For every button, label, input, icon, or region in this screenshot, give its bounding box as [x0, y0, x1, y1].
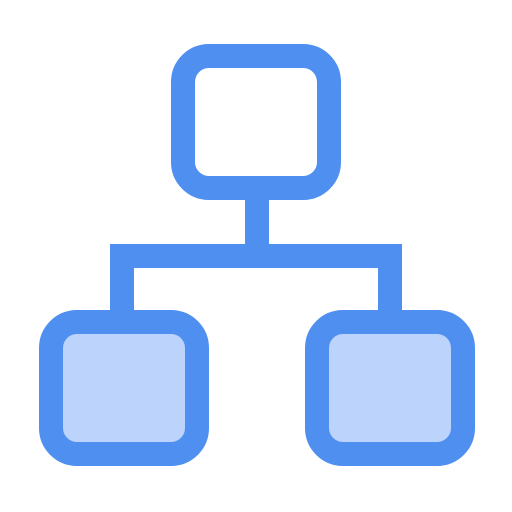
- right-drop: [378, 244, 402, 316]
- parent-node: [171, 44, 341, 200]
- left-drop: [110, 244, 134, 316]
- vertical-stem: [245, 198, 269, 250]
- horizontal-bar: [110, 244, 402, 268]
- child-node-right: [305, 310, 475, 466]
- child-node-left: [39, 310, 209, 466]
- connector-lines: [110, 198, 402, 316]
